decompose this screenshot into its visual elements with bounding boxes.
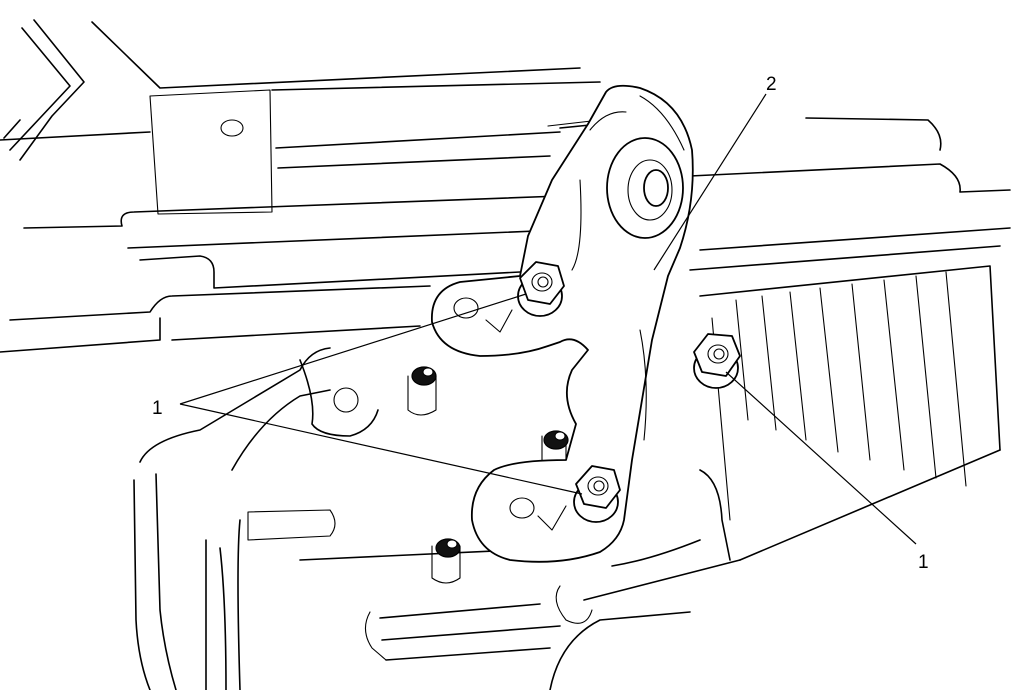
- nut-lower-bracket: [573, 465, 621, 523]
- leader-lines: [179, 93, 917, 545]
- upper-tab-hole: [453, 297, 479, 319]
- trim-hole: [333, 387, 359, 413]
- body-structure: [0, 19, 1011, 690]
- leader-1-right: [725, 371, 917, 545]
- stud-lower-left: [431, 538, 461, 584]
- lower-tab-hole: [509, 497, 535, 519]
- panel-hole: [220, 119, 244, 137]
- callout-2: 2: [766, 74, 777, 95]
- callout-1-right: 1: [918, 552, 929, 573]
- leader-2-bracket: [653, 93, 767, 271]
- nut-right: [693, 333, 741, 389]
- stud-upper-left: [407, 366, 437, 416]
- leader-1-lower: [179, 403, 583, 495]
- leader-1-upper: [179, 293, 527, 405]
- pivot-hole: [643, 169, 669, 207]
- callout-1-left: 1: [152, 398, 163, 419]
- hinge-bracket: [431, 84, 694, 563]
